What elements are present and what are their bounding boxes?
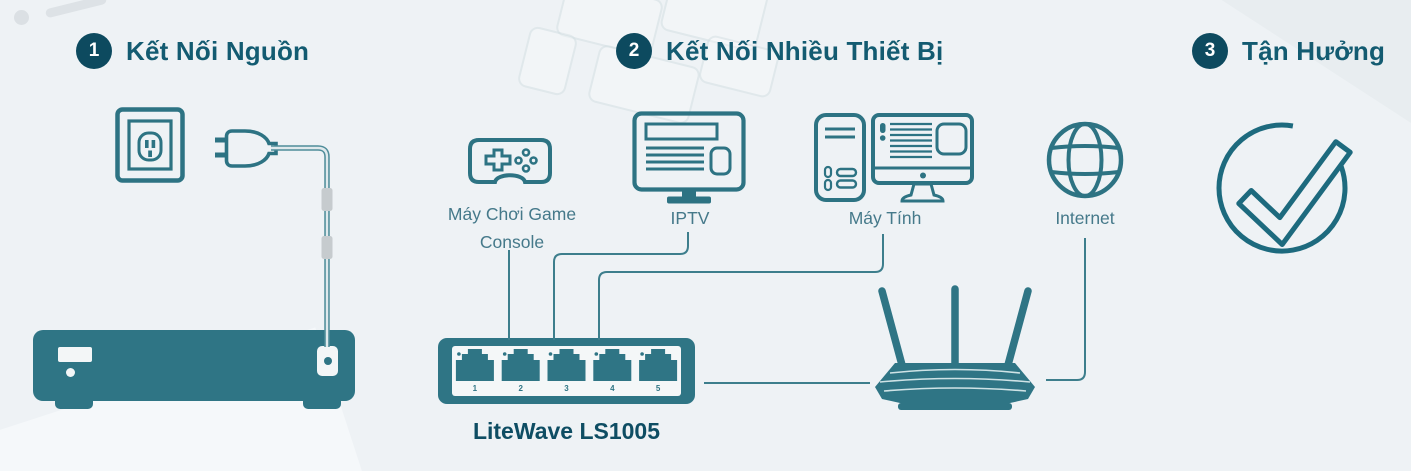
switch-port-panel: 1 2 3 4 5 — [452, 346, 681, 396]
cable-bead — [321, 188, 333, 211]
console-label-line2: Console — [479, 232, 545, 252]
power-jack-pin — [323, 357, 332, 365]
step-2-header: 2 Kết Nối Nhiều Thiết Bị — [616, 33, 943, 69]
power-plug-icon — [215, 129, 278, 168]
step-3-number-badge: 3 — [1192, 33, 1228, 69]
power-cable — [271, 145, 330, 347]
switch-port-numbers: 1 2 3 4 5 — [452, 382, 681, 395]
switch-model-label: LiteWave LS1005 — [472, 418, 661, 444]
bg-keyboard-key — [516, 24, 579, 98]
switch-foot — [55, 401, 93, 409]
port-number: 3 — [564, 384, 569, 393]
iptv-icon — [632, 111, 746, 204]
computer-label: Máy Tính — [848, 208, 922, 228]
console-label-line1: Máy Chơi Game — [447, 204, 577, 224]
step-2-title: Kết Nối Nhiều Thiết Bị — [666, 35, 944, 66]
internet-label: Internet — [1055, 208, 1115, 228]
computer-to-switch-line — [598, 234, 884, 340]
internet-globe-icon — [1046, 121, 1124, 199]
bg-laptop-bar — [44, 0, 108, 19]
step-1-number-badge: 1 — [76, 33, 112, 69]
step-2-number-badge: 2 — [616, 33, 652, 69]
switch-rear-view — [33, 330, 355, 409]
switch-front-view: 1 2 3 4 5 — [438, 338, 695, 404]
computer-icon — [814, 113, 974, 203]
cable-bead — [321, 236, 333, 259]
switch-foot — [303, 401, 341, 409]
internet-to-router-line — [1046, 238, 1086, 381]
switch-rear-led — [66, 368, 75, 377]
port-number: 4 — [610, 384, 615, 393]
iptv-label: IPTV — [670, 208, 710, 228]
router-icon — [875, 285, 1035, 410]
game-console-icon — [468, 138, 552, 184]
step-3-title: Tận Hưởng — [1242, 35, 1386, 66]
port-number: 5 — [655, 384, 661, 393]
switch-ports — [455, 349, 678, 381]
bg-laptop-dot — [14, 10, 29, 25]
power-outlet-icon — [115, 107, 185, 183]
port-number: 2 — [518, 384, 523, 393]
switch-rear-port — [58, 347, 92, 362]
switch-power-jack — [317, 346, 338, 376]
port-number: 1 — [472, 384, 478, 393]
step-3-header: 3 Tận Hưởng — [1192, 33, 1385, 69]
step-1-title: Kết Nối Nguồn — [126, 35, 310, 66]
step-1-header: 1 Kết Nối Nguồn — [76, 33, 309, 69]
check-circle-icon — [1216, 122, 1353, 254]
